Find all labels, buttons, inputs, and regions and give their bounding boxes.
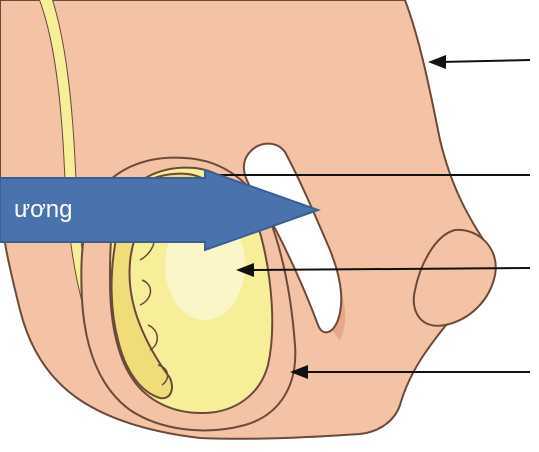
label-arrow-1 bbox=[428, 55, 530, 69]
callout-label: ương bbox=[14, 196, 204, 224]
